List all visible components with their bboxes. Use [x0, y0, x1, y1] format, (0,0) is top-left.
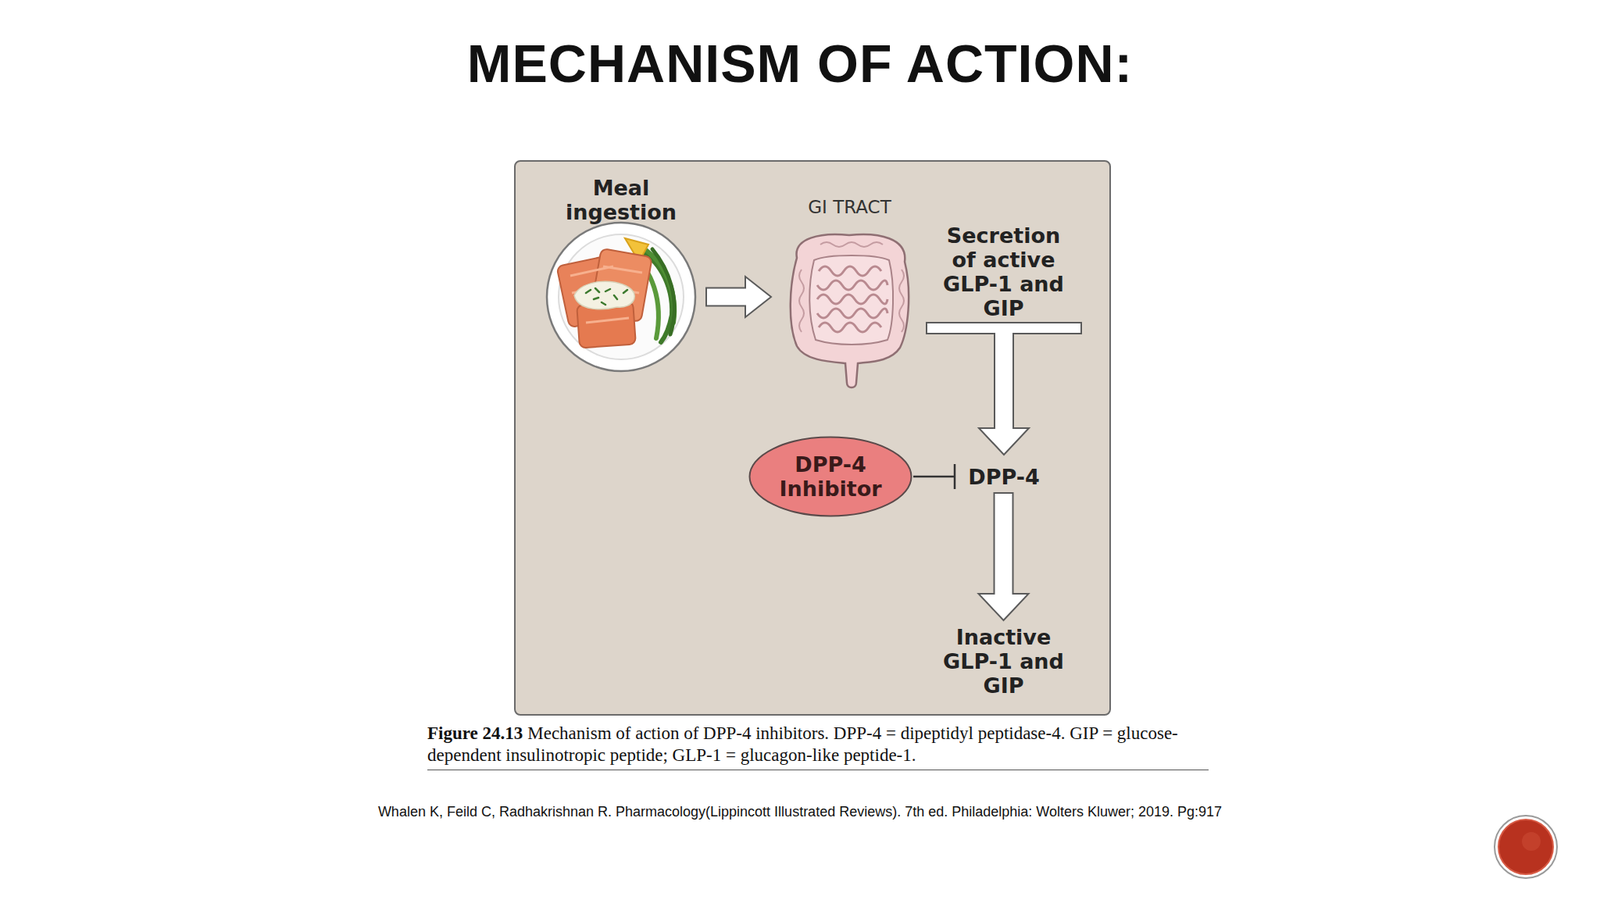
gi-tract-node: GI TRACT: [773, 195, 926, 393]
inactive-node: Inactive GLP-1 and GIP: [935, 625, 1072, 698]
block-arrow: [706, 276, 772, 318]
inhibition-connector: [913, 464, 955, 490]
node-heading: GI TRACT: [773, 195, 926, 219]
meal-plate-illustration: [539, 221, 704, 378]
salmon-stripes: [570, 266, 643, 323]
intestine-illustration: [773, 222, 926, 391]
reference-note: Whalen K, Feild C, Radhakrishnan R. Phar…: [0, 803, 1600, 821]
inhibition-line: [913, 464, 955, 490]
large-intestine: [790, 234, 909, 388]
node-heading: Meal ingestion: [554, 175, 688, 225]
colon-haustra: [799, 242, 904, 333]
badge-ring: [1494, 815, 1558, 879]
intestine-loop: [818, 322, 882, 333]
slide-title: MECHANISM OF ACTION:: [0, 28, 1600, 99]
node-label: DPP-4 Inhibitor: [764, 452, 897, 501]
text-holder: GI TRACT: [773, 195, 926, 219]
sauce: [574, 281, 635, 310]
text-holder: Meal ingestion: [539, 175, 704, 225]
arrow-shape: [978, 492, 1029, 621]
intestine-loop: [818, 266, 882, 276]
caption-text: Mechanism of action of DPP-4 inhibitors.…: [427, 723, 1179, 765]
ellipse-shape: [750, 437, 912, 517]
small-intestine-area: [809, 255, 893, 345]
figure-caption: Figure 24.13Mechanism of action of DPP-4…: [427, 722, 1209, 771]
slide-badge: [1492, 813, 1560, 881]
plate-well: [558, 234, 684, 360]
node-label: Inactive GLP-1 and GIP: [935, 625, 1072, 698]
arrow-shape: [926, 322, 1082, 455]
node-label: Secretion of active GLP-1 and GIP: [935, 223, 1072, 321]
block-arrow: [926, 322, 1082, 455]
arrow-shape: [706, 276, 772, 318]
inhibitor-ellipse: DPP-4 Inhibitor: [748, 435, 913, 518]
secretion-node: Secretion of active GLP-1 and GIP: [935, 222, 1072, 321]
badge-highlight: [1521, 832, 1541, 851]
intestine-loop: [817, 308, 888, 318]
node-label: DPP-4: [960, 464, 1047, 490]
enzyme-node: DPP-4: [960, 462, 1047, 491]
plate-rim: [546, 222, 696, 372]
dill-specks: [585, 288, 628, 305]
block-arrow: [978, 492, 1029, 621]
meal-node: Meal ingestion: [539, 175, 704, 381]
badge-disc: [1498, 819, 1554, 875]
green-bean: [652, 249, 675, 335]
figure-number: Figure 24.13: [427, 723, 523, 743]
intestine-loop: [817, 280, 888, 290]
intestine-loop: [817, 294, 888, 304]
